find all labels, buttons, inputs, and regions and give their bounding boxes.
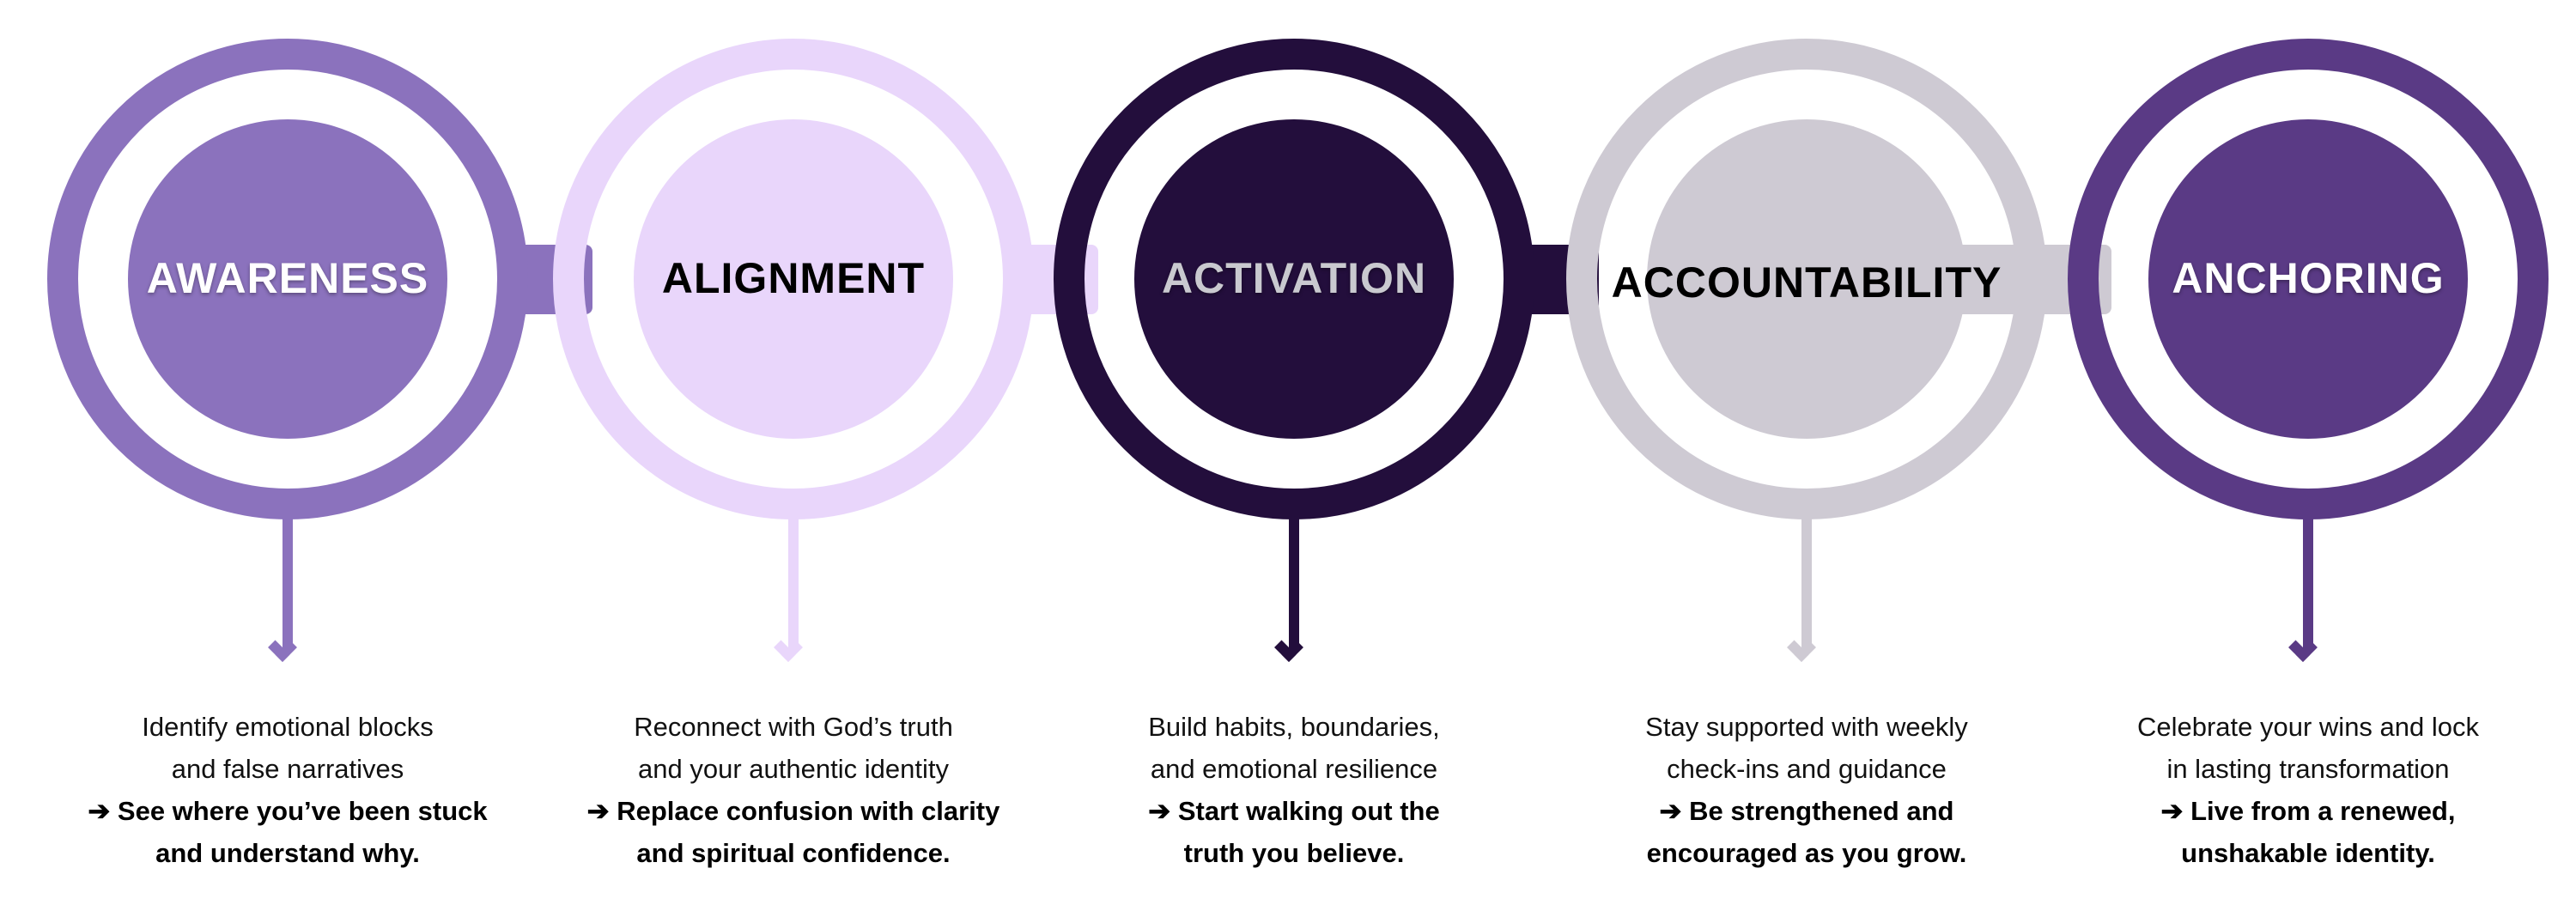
step-title: AWARENESS (146, 254, 429, 302)
description-line: Celebrate your wins and lock (2136, 712, 2480, 742)
step-title: ACTIVATION (1161, 254, 1427, 302)
label-band (1807, 245, 2038, 314)
inner-circle (634, 119, 953, 439)
outcome-line: truth you believe. (1183, 838, 1405, 868)
outcome-line: and spiritual confidence. (636, 838, 951, 868)
description-line: and emotional resilience (1150, 754, 1438, 784)
step-description: Build habits, boundaries, and emotional … (1036, 706, 1552, 874)
inner-circle (1134, 119, 1454, 439)
outcome-line: unshakable identity. (2181, 838, 2435, 868)
step-anchoring: ANCHORING Celebrate your wins and lock i… (2050, 0, 2566, 923)
description-line: Stay supported with weekly (1645, 712, 1968, 742)
description-line: Reconnect with God’s truth (634, 712, 953, 742)
description-line: check-ins and guidance (1667, 754, 1947, 784)
step-description: Celebrate your wins and lock in lasting … (2050, 706, 2566, 874)
outcome-line: ➔ See where you’ve been stuck (88, 796, 488, 826)
outcome-line: ➔ Live from a renewed, (2160, 796, 2456, 826)
description-line: Identify emotional blocks (142, 712, 434, 742)
step-title: ANCHORING (2172, 254, 2445, 302)
outcome-line: ➔ Start walking out the (1148, 796, 1440, 826)
step-title: ALIGNMENT (661, 254, 926, 302)
step-description: Stay supported with weekly check-ins and… (1549, 706, 2064, 874)
inner-circle (2148, 119, 2468, 439)
step-awareness: AWARENESS Identify emotional blocks and … (30, 0, 592, 923)
step-description: Identify emotional blocks and false narr… (30, 706, 545, 874)
arrow-stem (1801, 515, 1812, 651)
outcome-line: ➔ Replace confusion with clarity (586, 796, 1000, 826)
step-activation: ACTIVATION Build habits, boundaries, and… (1036, 0, 1599, 923)
outcome-line: and understand why. (155, 838, 420, 868)
arrow-stem (788, 515, 799, 651)
step-accountability: ACCOUNTABILITY Stay supported with weekl… (1549, 0, 2111, 923)
inner-circle (128, 119, 447, 439)
description-line: and false narratives (171, 754, 404, 784)
step-title: ACCOUNTABILITY (1611, 258, 2002, 307)
outcome-line: encouraged as you grow. (1646, 838, 1967, 868)
arrow-stem (2303, 515, 2313, 651)
arrow-stem (283, 515, 293, 651)
outcome-line: ➔ Be strengthened and (1659, 796, 1954, 826)
description-line: Build habits, boundaries, (1148, 712, 1440, 742)
description-line: and your authentic identity (638, 754, 949, 784)
arrow-stem (1289, 515, 1299, 651)
description-line: in lasting transformation (2166, 754, 2450, 784)
step-alignment: ALIGNMENT Reconnect with God’s truth and… (536, 0, 1098, 923)
step-description: Reconnect with God’s truth and your auth… (536, 706, 1051, 874)
